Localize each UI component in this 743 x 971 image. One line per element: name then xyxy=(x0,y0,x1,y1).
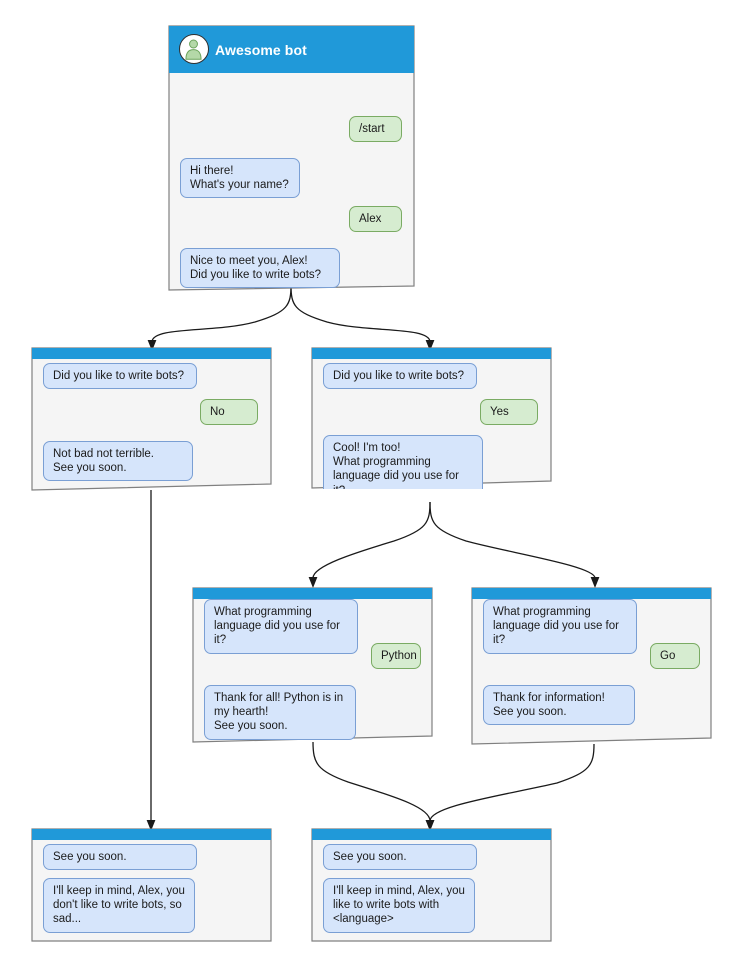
node-answer-no[interactable]: Did you like to write bots? No Not bad n… xyxy=(31,347,272,491)
edge-lang-python-to-end-yes xyxy=(312,741,435,831)
node-start-chat: /start Hi there! What's your name? Alex … xyxy=(168,72,415,291)
node-start-titlebar: Awesome bot xyxy=(169,26,414,73)
edge-lang-go-to-end-yes xyxy=(425,743,595,831)
chat-bubble-bot: What programming language did you use fo… xyxy=(204,599,358,654)
person-avatar-icon xyxy=(179,34,209,64)
node-lang-python-titlebar xyxy=(193,588,432,599)
chat-bubble-bot: I'll keep in mind, Alex, you don't like … xyxy=(43,878,195,933)
chat-bubble-user: Python xyxy=(371,643,421,670)
node-answer-yes-titlebar xyxy=(312,348,551,359)
node-answer-no-chat: Did you like to write bots? No Not bad n… xyxy=(31,359,272,491)
edge-answer-no-to-end-no xyxy=(146,490,156,831)
node-answer-yes-chat: Did you like to write bots? Yes Cool! I'… xyxy=(311,359,552,489)
chat-bubble-bot: Nice to meet you, Alex! Did you like to … xyxy=(180,248,340,289)
chat-bubble-bot: Hi there! What's your name? xyxy=(180,158,300,199)
chat-bubble-bot: See you soon. xyxy=(323,844,477,871)
node-end-no-chat: See you soon. I'll keep in mind, Alex, y… xyxy=(31,840,272,942)
chat-bubble-bot: Thank for information! See you soon. xyxy=(483,685,635,726)
node-end-yes-titlebar xyxy=(312,829,551,840)
edge-answer-yes-to-lang-python xyxy=(308,501,431,588)
bot-name-label: Awesome bot xyxy=(215,41,307,58)
node-answer-yes[interactable]: Did you like to write bots? Yes Cool! I'… xyxy=(311,347,552,489)
node-end-no[interactable]: See you soon. I'll keep in mind, Alex, y… xyxy=(31,828,272,942)
node-end-yes-chat: See you soon. I'll keep in mind, Alex, y… xyxy=(311,840,552,942)
chat-bubble-user: Go xyxy=(650,643,700,670)
chat-bubble-bot: Did you like to write bots? xyxy=(323,363,477,390)
chat-bubble-user: Alex xyxy=(349,206,402,233)
node-lang-python-chat: What programming language did you use fo… xyxy=(192,599,433,743)
node-lang-python[interactable]: What programming language did you use fo… xyxy=(192,587,433,743)
chat-bubble-bot: Thank for all! Python is in my hearth! S… xyxy=(204,685,356,740)
chat-bubble-bot: See you soon. xyxy=(43,844,197,871)
chat-bubble-user: Yes xyxy=(480,399,538,426)
node-lang-go-chat: What programming language did you use fo… xyxy=(471,599,712,745)
edge-start-to-answer-no xyxy=(147,284,292,351)
chat-bubble-bot: I'll keep in mind, Alex, you like to wri… xyxy=(323,878,475,933)
chat-bubble-user: /start xyxy=(349,116,402,143)
chat-bubble-bot: Did you like to write bots? xyxy=(43,363,197,390)
edge-answer-yes-to-lang-go xyxy=(429,501,600,588)
chat-bubble-bot: Cool! I'm too! What programming language… xyxy=(323,435,483,489)
edge-start-to-answer-yes xyxy=(290,284,435,351)
node-lang-go-titlebar xyxy=(472,588,711,599)
node-answer-no-titlebar xyxy=(32,348,271,359)
chat-bubble-bot: Not bad not terrible. See you soon. xyxy=(43,441,193,482)
node-start[interactable]: Awesome bot /start Hi there! What's your… xyxy=(168,25,415,291)
node-end-no-titlebar xyxy=(32,829,271,840)
node-end-yes[interactable]: See you soon. I'll keep in mind, Alex, y… xyxy=(311,828,552,942)
chat-bubble-user: No xyxy=(200,399,258,426)
node-lang-go[interactable]: What programming language did you use fo… xyxy=(471,587,712,745)
chat-bubble-bot: What programming language did you use fo… xyxy=(483,599,637,654)
